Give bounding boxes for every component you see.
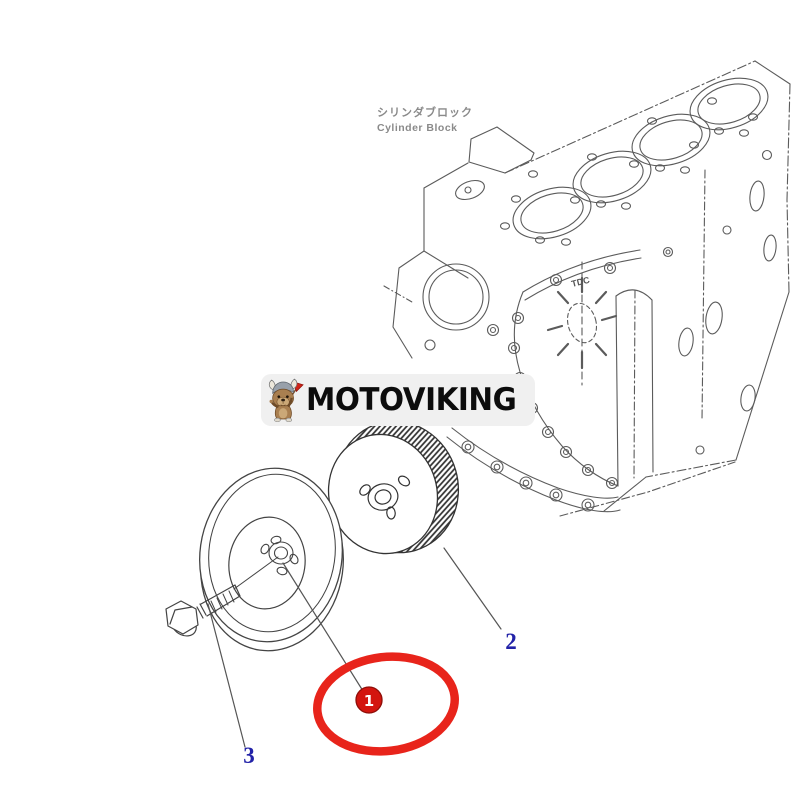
- crank-center-mark: TDC: [546, 261, 618, 386]
- cylinder-bores: [512, 77, 769, 240]
- callout-1-number: 1: [364, 692, 374, 710]
- pulley-part-1: [199, 467, 344, 652]
- right-face-details: [662, 149, 777, 455]
- watermark-banner: MOTOVIKING: [261, 374, 535, 426]
- pulley-1-hub: [260, 535, 299, 576]
- leader-line-3: [207, 603, 246, 748]
- tdc-mark-text: TDC: [570, 275, 591, 289]
- callout-2-number: 2: [505, 629, 517, 654]
- leader-line-2: [443, 547, 502, 630]
- pulley-part-2: [327, 420, 460, 555]
- label-english: Cylinder Block: [377, 121, 458, 134]
- label-japanese: シリンダブロック: [377, 107, 473, 119]
- pulley-2-hub: [359, 475, 411, 520]
- callout-1-badge: 1: [355, 686, 383, 714]
- highlight-ellipse: [313, 652, 459, 756]
- viking-dog-mascot-icon: [268, 378, 304, 422]
- callout-1-badge-circle: [355, 686, 383, 714]
- bolt-part-3: [165, 556, 279, 637]
- deck-bolt-holes: [499, 97, 759, 246]
- cylinder-block-drawing: TDC: [383, 60, 791, 517]
- cylinder-block-label: シリンダブロック Cylinder Block: [377, 107, 473, 135]
- brand-wordmark: MOTOVIKING: [306, 382, 517, 418]
- callout-3-number: 3: [243, 743, 255, 768]
- bottom-flange: [446, 427, 736, 517]
